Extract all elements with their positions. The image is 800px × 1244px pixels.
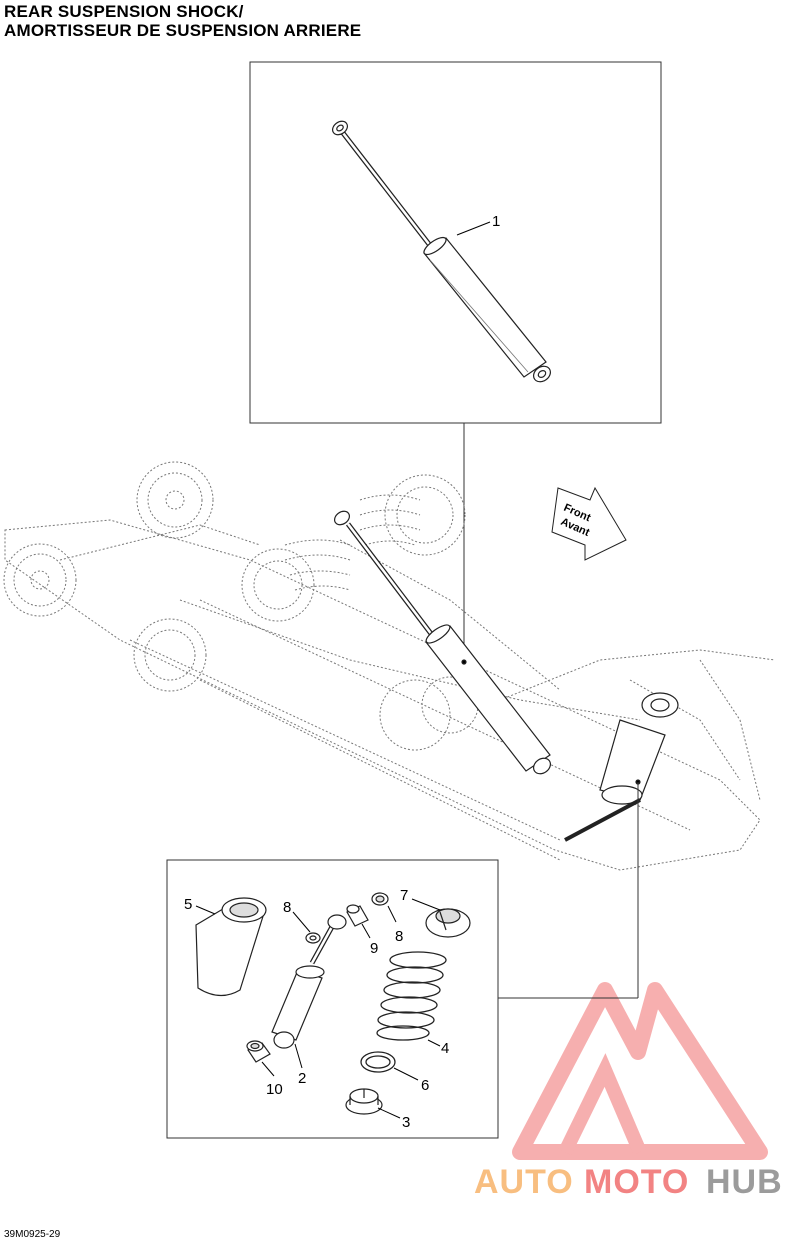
adjuster-nut-part-3 [345,1088,383,1115]
diagram-title: REAR SUSPENSION SHOCK/ AMORTISSEUR DE SU… [4,2,361,40]
shock-absorber-part-1 [331,120,551,383]
bushing-part-8-left [305,932,321,944]
watermark-auto: AUTO [474,1163,574,1201]
front-direction-arrow-icon: Front Avant [551,486,627,561]
callout-9: 9 [370,940,378,957]
callout-8-left: 8 [283,899,291,916]
diagram-code: 39M0925-29 [4,1229,61,1240]
callout-7: 7 [400,887,408,904]
callout-5: 5 [184,896,192,913]
rear-suspension-frame [3,461,776,871]
spring-retainer-part-7 [425,908,471,938]
installed-rear-shock [564,692,679,842]
watermark-moto: MOTO [584,1163,689,1201]
top-detail-box [249,61,662,424]
rear-shock-part-2 [271,914,347,1049]
watermark-hub: HUB [706,1163,783,1201]
callout-3: 3 [402,1114,410,1131]
callout-4: 4 [441,1040,449,1057]
coil-spring-part-4 [376,951,447,1041]
title-french: AMORTISSEUR DE SUSPENSION ARRIERE [4,21,362,40]
bushing-part-8-right [371,892,389,906]
title-english: REAR SUSPENSION SHOCK/ [4,2,244,21]
callout-6: 6 [421,1077,429,1094]
watermark-text: AUTO MOTO HUB [474,1163,783,1201]
watermark-logo-icon [512,982,768,1160]
callout-8-right: 8 [395,928,403,945]
callout-2: 2 [298,1070,306,1087]
callout-10: 10 [266,1081,283,1098]
installed-center-shock [333,510,551,775]
shock-boot-part-5 [195,897,267,997]
bushing-part-10 [246,1040,271,1063]
ring-part-6 [360,1051,396,1073]
sleeve-part-9 [346,904,369,927]
bottom-detail-box [166,859,499,1139]
callout-1: 1 [492,213,500,230]
